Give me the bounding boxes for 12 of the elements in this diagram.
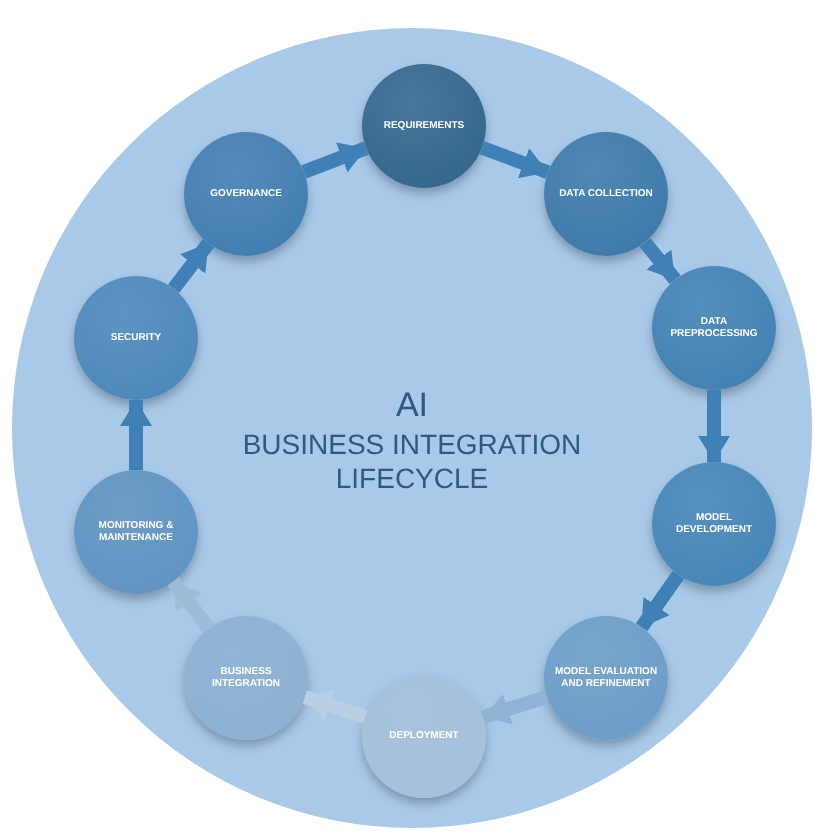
arrow [120,400,152,470]
arrow [301,141,369,179]
arrow [639,237,681,285]
arrow [698,390,730,462]
center-title: BUSINESS INTEGRATION LIFECYCLE [240,428,584,496]
arrow [167,577,215,633]
arrow [168,239,214,293]
arrow [302,690,368,724]
center-title: AI [395,384,429,428]
arrow [635,570,685,632]
arrow [479,141,551,179]
arrow [480,690,550,725]
